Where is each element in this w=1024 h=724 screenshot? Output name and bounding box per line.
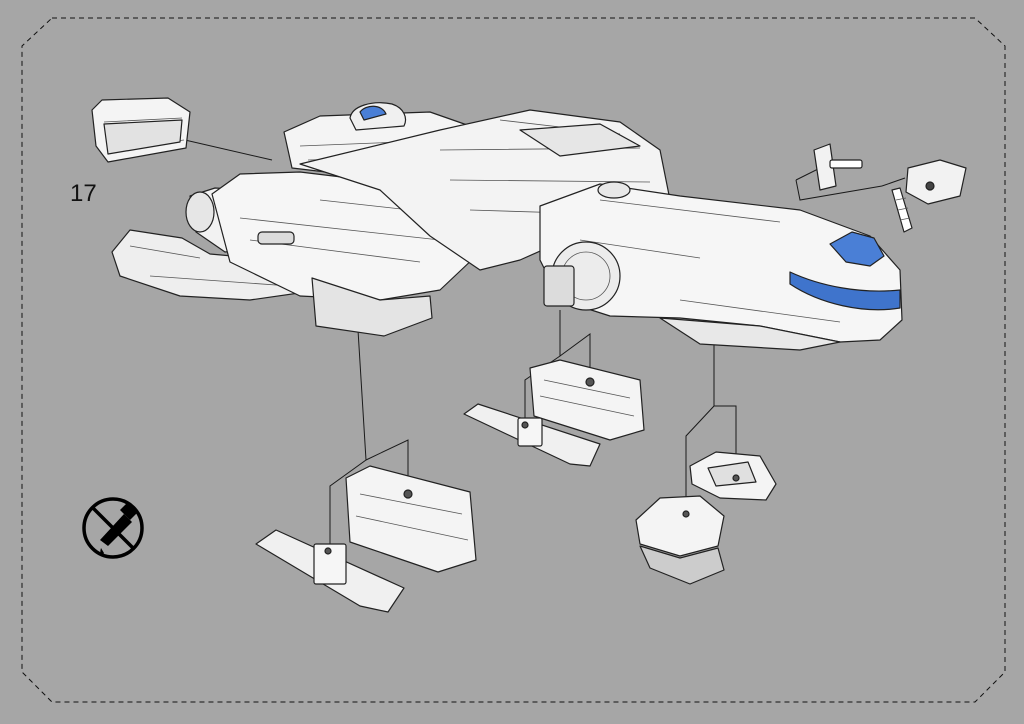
antenna-parts	[813, 143, 967, 233]
landing-gear-left	[255, 465, 477, 613]
landing-gear-center	[463, 359, 645, 467]
cut-border	[21, 17, 1006, 703]
no-glue-icon	[82, 497, 144, 559]
leader-lines	[184, 139, 906, 548]
landing-pads-right	[635, 451, 777, 585]
hood-part	[91, 97, 191, 163]
ship-hull	[111, 102, 903, 351]
step-number: 17	[70, 180, 97, 207]
